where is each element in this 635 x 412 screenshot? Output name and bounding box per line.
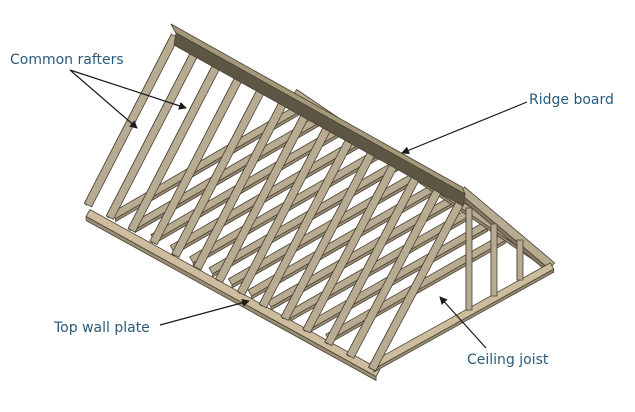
gable-end-frame [369, 186, 555, 373]
gable-stud-1-face [465, 207, 473, 311]
ridge-face [173, 32, 466, 207]
arrow-ceiling-joist [439, 296, 487, 349]
ridge-board [170, 23, 466, 207]
arrow-common-rafters-2 [69, 69, 187, 110]
label-ceiling-joist: Ceiling joist [467, 352, 549, 368]
common-rafter-10 [280, 146, 378, 321]
arrow-top-wall-plate [159, 298, 250, 326]
label-top-wall-plate: Top wall plate [54, 320, 150, 336]
label-ridge-board: Ridge board [529, 92, 614, 108]
gable-stud-2 [490, 223, 498, 297]
common-rafter-6 [193, 96, 290, 271]
gable-stud-1 [465, 207, 473, 311]
common-rafter-13 [346, 184, 444, 359]
common-rafter-4 [149, 71, 246, 246]
common-rafters [84, 33, 466, 372]
front-plate [85, 209, 381, 381]
top-wall-plate [85, 209, 381, 381]
gable-stud-3-face [516, 239, 524, 281]
common-rafter-11 [302, 159, 400, 334]
arrow-ridge-board [401, 101, 528, 155]
callout-arrows [69, 69, 528, 349]
arrow-common-rafters-1 [69, 69, 138, 129]
label-common-rafters: Common rafters [10, 52, 124, 68]
gable-stud-2-face [490, 223, 498, 297]
gable-stud-3 [516, 239, 524, 281]
